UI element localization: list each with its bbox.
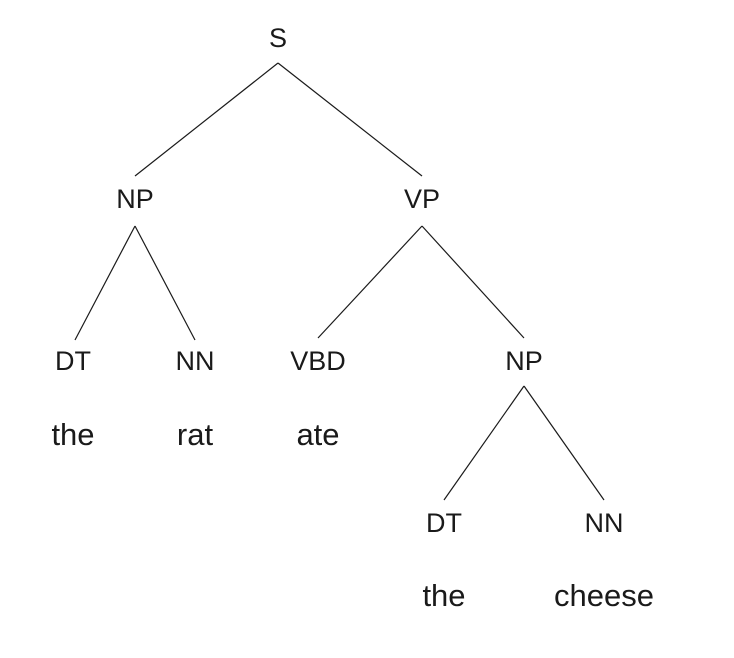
leaf-word-the-object: the [422, 578, 465, 613]
leaf-word-ate: ate [296, 417, 339, 452]
edge-np-nn [134, 225, 196, 341]
leaf-word-rat: rat [177, 417, 214, 452]
node-np: NP [116, 184, 154, 214]
node-vp: VP [404, 184, 440, 214]
leaf-word-cheese: cheese [554, 578, 654, 613]
node-dt: DT [55, 346, 91, 376]
node-vbd: VBD [290, 346, 346, 376]
edge-vp-vbd [317, 225, 423, 339]
node-np-object: NP [505, 346, 543, 376]
leaf-word-the: the [51, 417, 94, 452]
edge-vp-np [421, 225, 525, 339]
edge-np-dt [74, 225, 136, 341]
node-s: S [269, 23, 287, 53]
node-dt-object: DT [426, 508, 462, 538]
node-nn-object: NN [585, 508, 624, 538]
edge-s-vp [277, 62, 423, 177]
node-nn: NN [176, 346, 215, 376]
edge-np2-nn [523, 385, 605, 501]
edge-s-np [134, 62, 279, 177]
edge-np2-dt [443, 385, 525, 501]
